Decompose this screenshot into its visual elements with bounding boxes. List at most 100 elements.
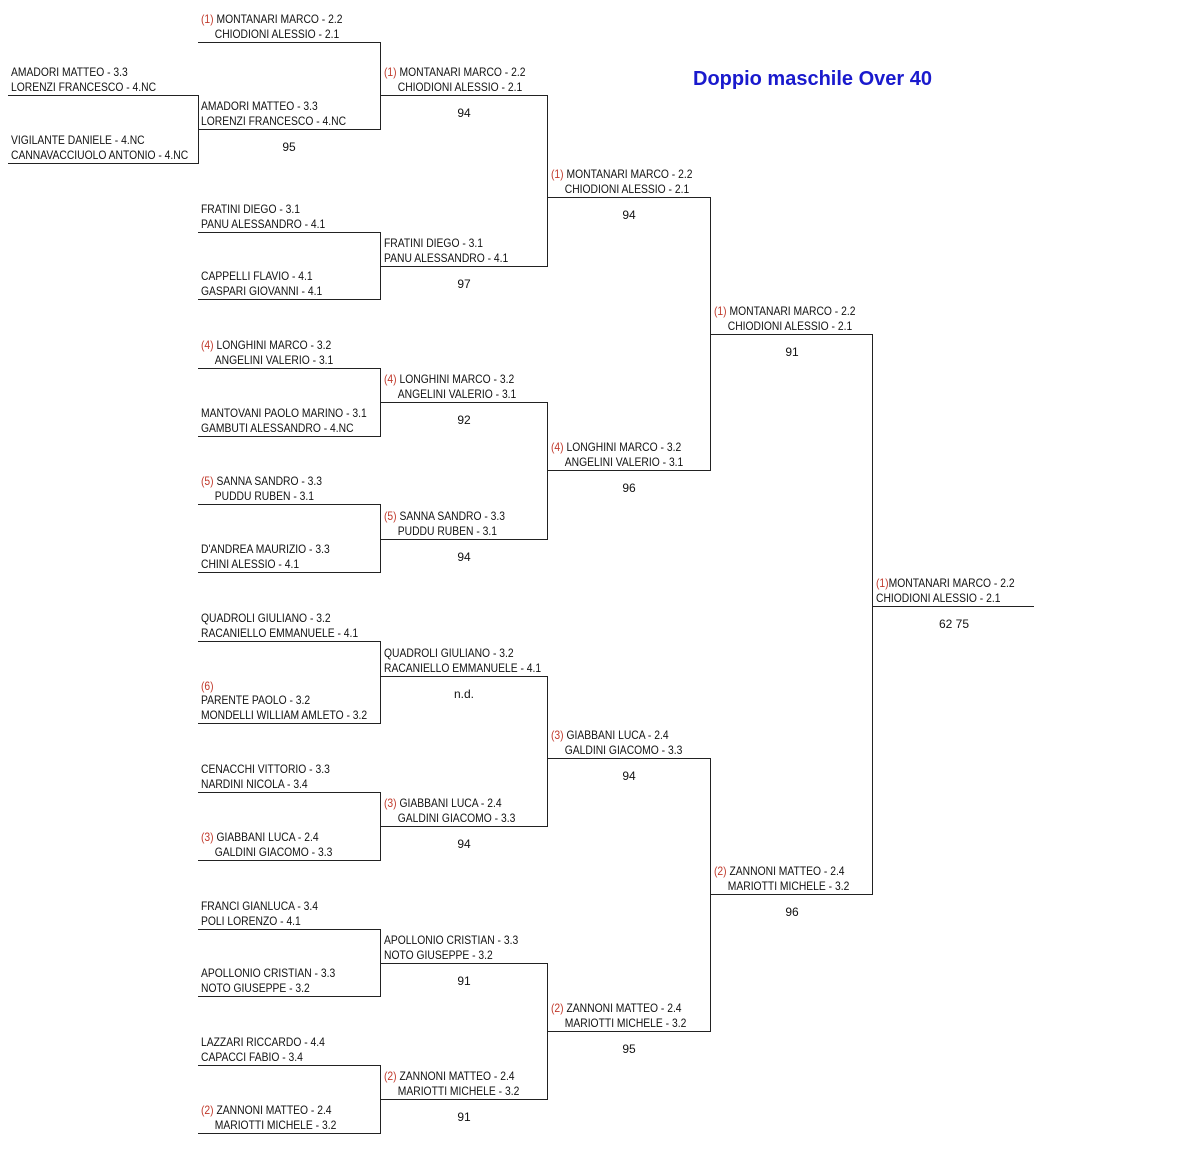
player-1-name: VIGILANTE DANIELE - 4.NC xyxy=(11,133,145,147)
bracket-line xyxy=(198,792,381,793)
player-line: LAZZARI RICCARDO - 4.4 xyxy=(201,1035,325,1050)
player-1-name: QUADROLI GIULIANO - 3.2 xyxy=(384,646,514,660)
player-line: AMADORI MATTEO - 3.3 xyxy=(11,65,156,80)
match-score: 94 xyxy=(457,837,471,851)
player-2-name: GASPARI GIOVANNI - 4.1 xyxy=(201,283,323,298)
player-2-name: CHIODIONI ALESSIO - 2.1 xyxy=(214,26,340,41)
match-score: n.d. xyxy=(453,687,475,701)
bracket-line xyxy=(198,1133,381,1134)
player-2-name: POLI LORENZO - 4.1 xyxy=(201,913,301,928)
seed-label: (1) xyxy=(551,167,564,181)
seed-label: (3) xyxy=(201,830,214,844)
player-2-name: CHINI ALESSIO - 4.1 xyxy=(201,556,300,571)
player-line: (4) LONGHINI MARCO - 3.2 xyxy=(384,372,516,387)
player-1-name: APOLLONIO CRISTIAN - 3.3 xyxy=(384,933,519,947)
player-2-name: NARDINI NICOLA - 3.4 xyxy=(201,776,308,791)
bracket-line xyxy=(548,197,711,198)
player-1-name: FRATINI DIEGO - 3.1 xyxy=(201,202,301,216)
match-score: 95 xyxy=(622,1042,636,1056)
bracket-line xyxy=(710,197,711,471)
player-line: (3) GIABBANI LUCA - 2.4 xyxy=(384,796,515,811)
bracket-line xyxy=(198,299,381,300)
player-line: FRANCI GIANLUCA - 3.4 xyxy=(201,899,318,914)
bracket-line xyxy=(198,436,381,437)
bracket-line xyxy=(548,758,711,759)
bracket-line xyxy=(380,42,381,130)
player-1-name: GIABBANI LUCA - 2.4 xyxy=(566,728,669,742)
seed-label: (2) xyxy=(384,1069,397,1083)
player-1-name: GIABBANI LUCA - 2.4 xyxy=(399,796,502,810)
player-1-name: LONGHINI MARCO - 3.2 xyxy=(216,338,332,352)
match-score: 94 xyxy=(622,208,636,222)
match-score: 92 xyxy=(457,413,471,427)
player-line: FRATINI DIEGO - 3.1 xyxy=(201,202,325,217)
player-2-name: PANU ALESSANDRO - 4.1 xyxy=(384,250,509,265)
match-score: 91 xyxy=(457,974,471,988)
player-line: (2) ZANNONI MATTEO - 2.4 xyxy=(551,1001,686,1016)
player-2-name: CHIODIONI ALESSIO - 2.1 xyxy=(727,318,853,333)
bracket-line xyxy=(381,539,548,540)
seed-label: (3) xyxy=(551,728,564,742)
player-line: (5) SANNA SANDRO - 3.3 xyxy=(201,474,322,489)
player-2-name: MARIOTTI MICHELE - 3.2 xyxy=(564,1015,687,1030)
player-line: MANTOVANI PAOLO MARINO - 3.1 xyxy=(201,406,367,421)
seed-label: (2) xyxy=(201,1103,214,1117)
player-line: (5) SANNA SANDRO - 3.3 xyxy=(384,509,505,524)
bracket-line xyxy=(547,95,548,267)
player-line: QUADROLI GIULIANO - 3.2 xyxy=(384,646,541,661)
player-2-name: LORENZI FRANCESCO - 4.NC xyxy=(11,79,157,94)
match-score: 91 xyxy=(785,345,799,359)
bracket-line xyxy=(198,860,381,861)
bracket-line xyxy=(547,676,548,827)
player-line: (3) GIABBANI LUCA - 2.4 xyxy=(201,830,332,845)
match-score: 96 xyxy=(785,905,799,919)
player-line: (2) ZANNONI MATTEO - 2.4 xyxy=(201,1103,336,1118)
player-line: (1) MONTANARI MARCO - 2.2 xyxy=(201,12,342,27)
bracket-line xyxy=(873,606,1034,607)
player-2-name: ANGELINI VALERIO - 3.1 xyxy=(564,454,684,469)
bracket-line xyxy=(380,504,381,573)
bracket-line xyxy=(380,929,381,997)
bracket-line xyxy=(198,1065,381,1066)
player-line: (1) MONTANARI MARCO - 2.2 xyxy=(551,167,692,182)
player-2-name: PUDDU RUBEN - 3.1 xyxy=(214,488,314,503)
player-line: (1) MONTANARI MARCO - 2.2 xyxy=(714,304,855,319)
player-2-name: GALDINI GIACOMO - 3.3 xyxy=(564,742,683,757)
seed-label: (1) xyxy=(384,65,397,79)
bracket-line xyxy=(710,758,711,1032)
bracket-line xyxy=(380,1065,381,1134)
player-2-name: GALDINI GIACOMO - 3.3 xyxy=(214,844,333,859)
bracket-line xyxy=(548,470,711,471)
match-score: 91 xyxy=(457,1110,471,1124)
player-line: VIGILANTE DANIELE - 4.NC xyxy=(11,133,188,148)
bracket-line xyxy=(381,963,548,964)
player-2-name: PUDDU RUBEN - 3.1 xyxy=(397,523,497,538)
player-1-name: MONTANARI MARCO - 2.2 xyxy=(566,167,693,181)
player-2-name: GAMBUTI ALESSANDRO - 4.NC xyxy=(201,420,354,435)
seed-label: (4) xyxy=(551,440,564,454)
player-1-name: LONGHINI MARCO - 3.2 xyxy=(566,440,682,454)
bracket-line xyxy=(548,1031,711,1032)
seed-label: (5) xyxy=(201,474,214,488)
seed-label: (1) xyxy=(876,576,889,590)
player-line: D'ANDREA MAURIZIO - 3.3 xyxy=(201,542,330,557)
player-2-name: LORENZI FRANCESCO - 4.NC xyxy=(201,113,347,128)
player-2-name: CAPACCI FABIO - 3.4 xyxy=(201,1049,303,1064)
match-score: 94 xyxy=(457,550,471,564)
